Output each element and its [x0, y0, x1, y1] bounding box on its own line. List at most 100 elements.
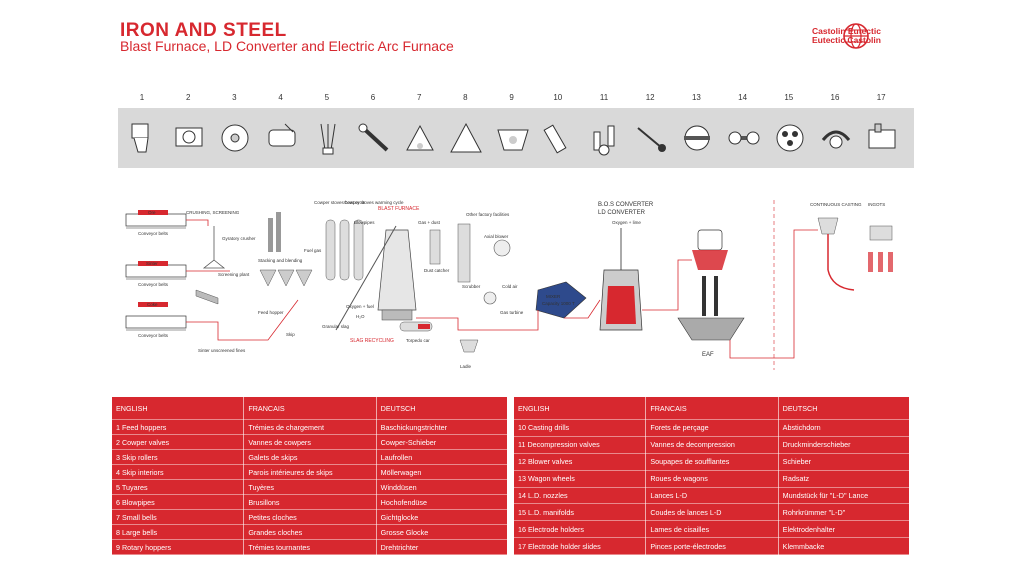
cell-deutsch: Winddüsen [376, 479, 507, 495]
part-image-1 [120, 108, 166, 168]
cell-english: 7 Small bells [112, 509, 245, 525]
cell-deutsch: Elektrodenhalter [778, 520, 909, 539]
cell-english: 4 Skip interiors [112, 464, 245, 480]
table-header-row: ENGLISH FRANCAIS DEUTSCH [514, 397, 909, 420]
part-number-17: 17 [876, 93, 886, 102]
label-cowper-warming: Cowper stoves warming cycle [344, 200, 404, 205]
part-12-icon [637, 127, 667, 152]
part-number-8: 8 [463, 93, 468, 102]
column-header-deutsch: DEUTSCH [376, 397, 507, 420]
part-8-icon [450, 122, 483, 153]
part-image-2 [166, 108, 212, 168]
label-oxygen-fuel: Oxygen + fuel [346, 304, 374, 309]
cell-deutsch: Abstichdorn [778, 419, 909, 437]
cell-francais: Galets de skips [243, 449, 377, 465]
cell-english: 6 Blowpipes [112, 494, 245, 510]
label-conveyor-belts-1: Conveyor belts [138, 231, 169, 236]
page-title: IRON AND STEEL [120, 20, 287, 41]
poster: IRON AND STEEL Blast Furnace, LD Convert… [96, 0, 926, 576]
part-10-icon [543, 124, 567, 154]
cell-deutsch: Baschickungstrichter [376, 419, 507, 435]
part-13-icon [684, 125, 711, 151]
label-conveyor-belts-3: Conveyor belts [138, 333, 169, 338]
column-header-francais: FRANCAIS [243, 397, 377, 420]
globe-icon [843, 23, 869, 49]
cell-deutsch: Radsatz [778, 470, 909, 488]
label-coke: Coke [147, 302, 158, 307]
part-image-9 [490, 108, 536, 168]
part-number-3: 3 [232, 93, 237, 102]
cell-deutsch: Rohrkrümmer "L-D" [778, 503, 909, 522]
cell-english: 10 Casting drills [514, 419, 647, 437]
ingots-diagram [868, 225, 893, 272]
label-capacity: Capacity 1000 T [542, 301, 575, 306]
label-h2o: H₂O [356, 314, 365, 319]
cell-english: 9 Rotary hoppers [112, 539, 245, 555]
cell-english: 8 Large bells [112, 524, 245, 540]
part-number-6: 6 [370, 93, 376, 102]
cell-francais: Trémies tournantes [243, 539, 377, 555]
part-number-11: 11 [599, 93, 609, 102]
part-14-icon [728, 131, 760, 145]
cell-francais: Vannes de decompression [645, 436, 779, 454]
part-image-6 [351, 108, 397, 168]
part-image-15 [767, 108, 813, 168]
cell-deutsch: Gichtglocke [376, 509, 507, 525]
mixer-diagram: MIXER Capacity 1000 T [535, 281, 587, 319]
cell-english: 12 Blower valves [514, 453, 647, 471]
cell-francais: Trémies de chargement [243, 419, 377, 435]
label-scrubber: Scrubber [462, 284, 481, 289]
parts-icon-strip [118, 108, 914, 168]
label-gyratory-crusher: Gyratory crusher [222, 236, 256, 241]
cell-english: 11 Decompression valves [514, 436, 647, 454]
label-conveyor-belts-2: Conveyor belts [138, 282, 169, 287]
part-number-12: 12 [645, 93, 655, 102]
ld-converter-diagram [599, 228, 643, 331]
eaf-diagram [677, 229, 745, 341]
cell-english: 16 Electrode holders [514, 520, 647, 539]
part-1-icon [131, 123, 149, 153]
cell-english: 14 L.D. nozzles [514, 487, 647, 505]
table-header-row: ENGLISH FRANCAIS DEUTSCH [112, 397, 507, 420]
cell-francais: Vannes de cowpers [243, 434, 377, 450]
part-9-icon [496, 129, 529, 151]
label-feed-hopper: Feed hopper [258, 310, 284, 315]
column-header-deutsch: DEUTSCH [778, 397, 909, 420]
label-axial-blower: Axial blower [484, 234, 509, 239]
part-image-17 [859, 108, 905, 168]
part-number-13: 13 [691, 93, 701, 102]
terms-table-right: ENGLISH FRANCAIS DEUTSCH 10 Casting dril… [514, 397, 909, 555]
label-ladle: Ladle [460, 364, 472, 369]
cell-francais: Brusillons [243, 494, 377, 510]
cell-francais: Roues de wagons [645, 470, 779, 488]
part-2-icon [175, 127, 203, 147]
part-3-icon [221, 124, 249, 152]
part-7-icon [406, 124, 435, 151]
label-gas-turbine: Gas turbine [500, 310, 524, 315]
label-gas-dust: Gas + dust [418, 220, 441, 225]
feed-hoppers-diagram [259, 269, 313, 287]
label-bos-converter: B.O.S CONVERTER [598, 202, 654, 208]
cell-francais: Lames de cisailles [645, 520, 779, 539]
label-continuous-casting: CONTINUOUS CASTING [810, 202, 862, 207]
cell-deutsch: Drehtrichter [376, 539, 507, 555]
label-ld-converter: LD CONVERTER [598, 210, 646, 216]
label-slag-recycling: SLAG RECYCLING [350, 338, 394, 344]
label-other-facilities: Other factory facilities [466, 212, 510, 217]
cell-deutsch: Cowper-Schieber [376, 434, 507, 450]
label-ore: Ore [148, 210, 156, 215]
part-image-16 [813, 108, 859, 168]
cell-deutsch: Schieber [778, 453, 909, 471]
